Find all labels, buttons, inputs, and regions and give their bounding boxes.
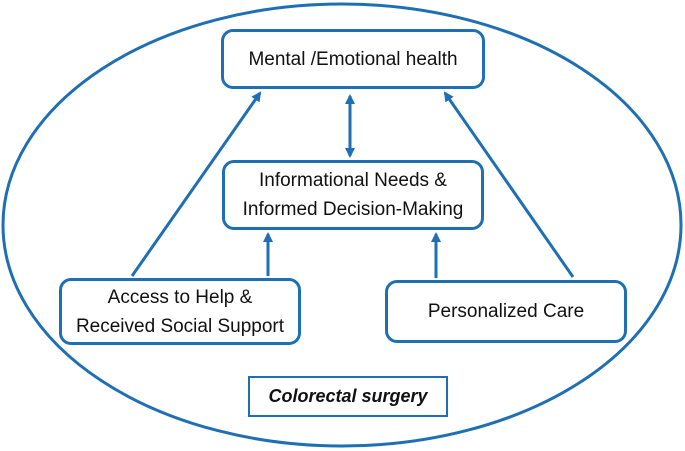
edge-help-mental [130, 91, 262, 277]
node-informational-needs: Informational Needs & Informed Decision-… [222, 160, 484, 230]
node-care-label: Personalized Care [427, 301, 585, 322]
node-informational-label: Informational Needs & Informed Decision-… [242, 170, 464, 220]
node-mental-emotional-health: Mental /Emotional health [221, 29, 485, 89]
context-label-text: Colorectal surgery [268, 386, 428, 406]
node-personalized-care: Personalized Care [385, 280, 627, 343]
edge-care-mental [443, 91, 575, 278]
node-help-label: Access to Help & Received Social Support [75, 286, 285, 337]
context-label-box: Colorectal surgery [248, 376, 448, 417]
node-access-to-help: Access to Help & Received Social Support [59, 278, 301, 345]
node-mental-label: Mental /Emotional health [248, 48, 458, 70]
